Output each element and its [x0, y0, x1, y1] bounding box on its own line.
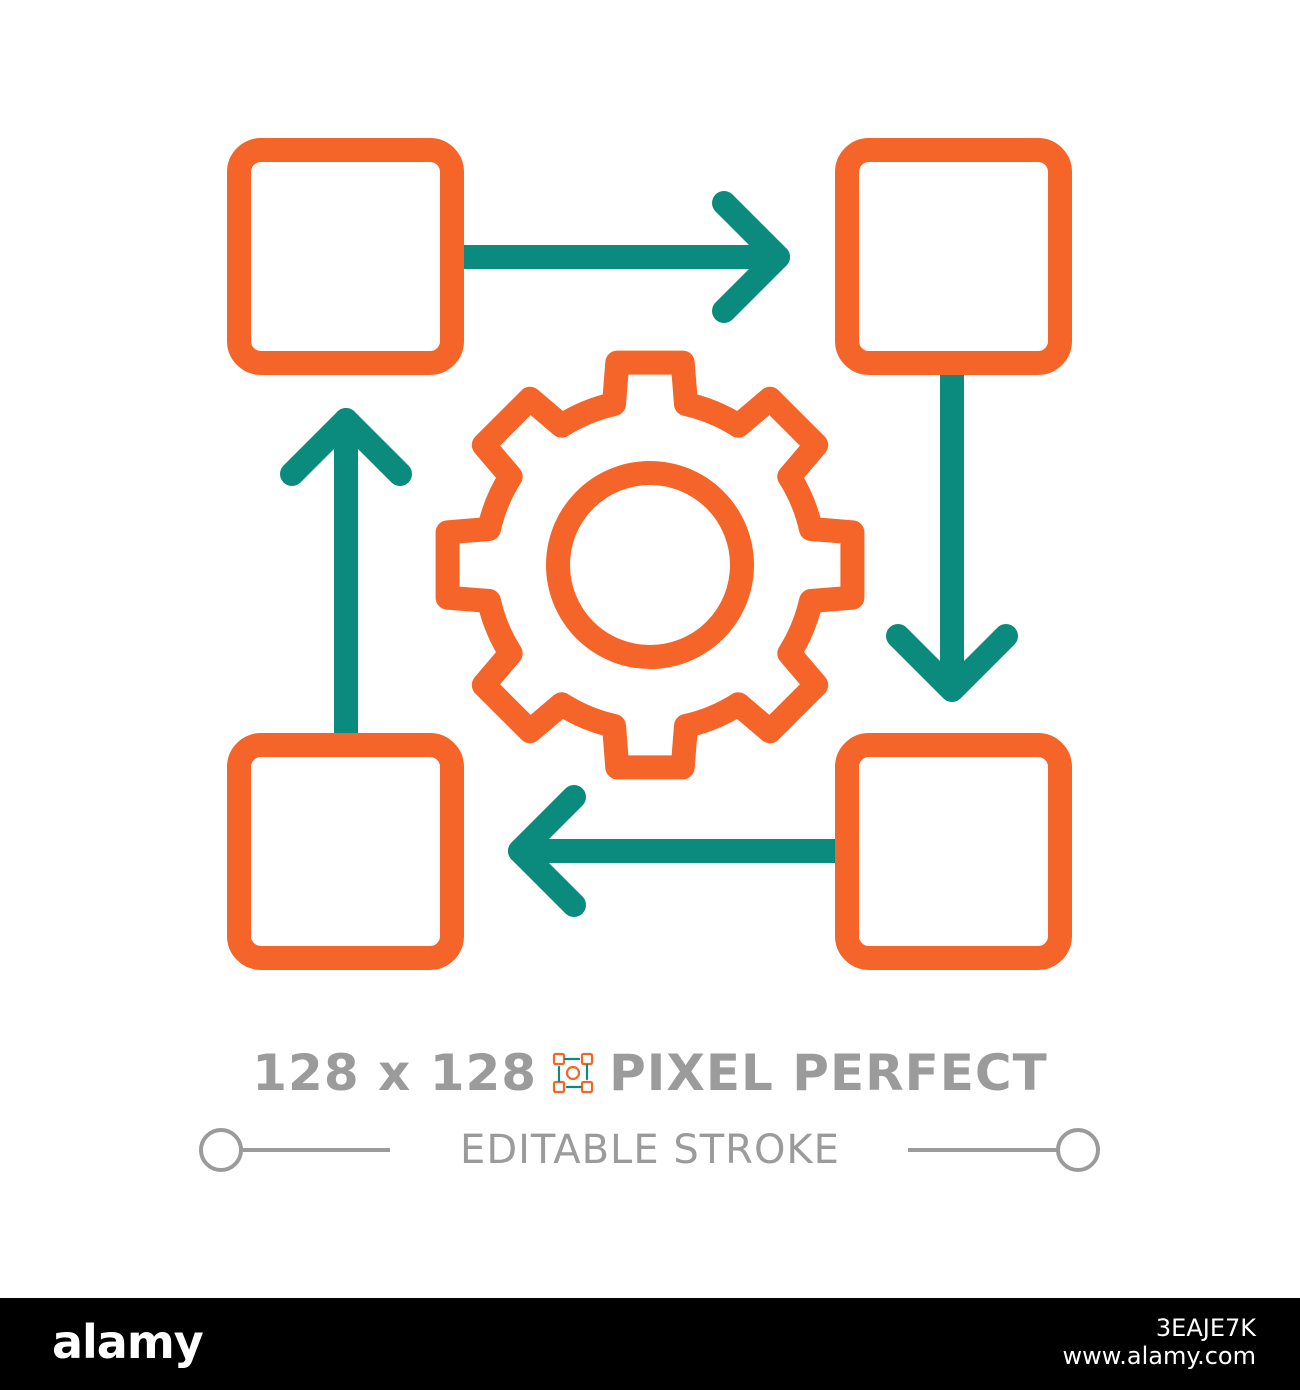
arrow-up-head — [280, 408, 412, 486]
stock-footer: alamy 3EAJE7K www.alamy.com — [0, 1298, 1300, 1390]
arrow-up — [280, 408, 412, 747]
image-id: 3EAJE7K — [1155, 1314, 1256, 1342]
arrow-right-head — [712, 191, 790, 323]
block-top-right — [835, 138, 1072, 375]
stroke-handles — [199, 1128, 1100, 1172]
editable-stroke-label: EDITABLE STROKE — [460, 1127, 840, 1173]
arrow-left-head — [508, 785, 586, 917]
workflow-cycle-mini-icon — [552, 1052, 594, 1094]
size-text: 128 x 128 — [252, 1044, 538, 1102]
footer-info: 3EAJE7K www.alamy.com — [1063, 1314, 1256, 1370]
pixel-perfect-text: PIXEL PERFECT — [609, 1044, 1048, 1102]
arrow-down — [886, 363, 1018, 702]
stroke-handle-left-icon — [199, 1128, 243, 1172]
size-caption: 128 x 128 PIXEL PERFECT — [0, 1038, 1300, 1108]
block-bottom-right — [835, 733, 1072, 970]
arrow-left — [508, 785, 847, 917]
site-url[interactable]: www.alamy.com — [1062, 1342, 1256, 1370]
arrow-right — [453, 191, 790, 323]
block-bottom-left — [227, 733, 464, 970]
workflow-illustration — [227, 138, 1072, 970]
stroke-handle-right-icon — [1056, 1128, 1100, 1172]
brand-logo[interactable]: alamy — [52, 1315, 204, 1369]
gear-hub-ring — [546, 461, 754, 669]
block-top-left — [227, 138, 464, 375]
editable-stroke-row: EDITABLE STROKE — [0, 1120, 1300, 1180]
gear-icon — [435, 350, 865, 780]
arrow-down-head — [886, 624, 1018, 702]
